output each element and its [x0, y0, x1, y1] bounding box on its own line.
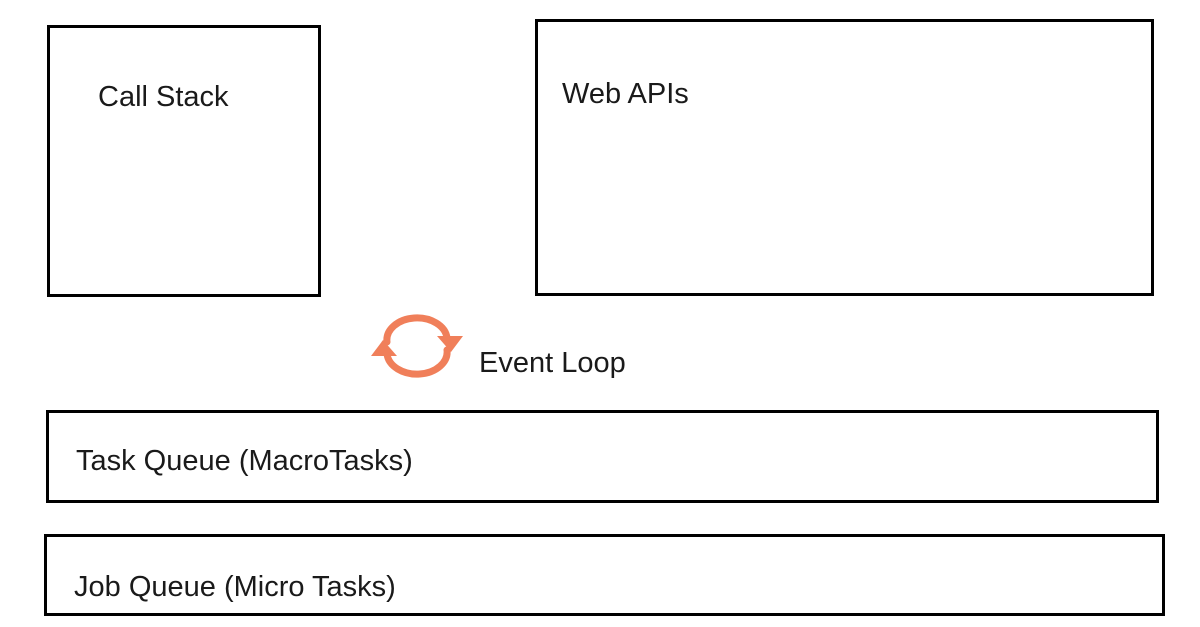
task-queue-label: Task Queue (MacroTasks) — [76, 445, 413, 477]
web-apis-box: Web APIs — [535, 19, 1154, 296]
task-queue-box: Task Queue (MacroTasks) — [46, 410, 1159, 503]
cycle-arrows-icon — [371, 314, 463, 378]
event-loop-label: Event Loop — [479, 347, 626, 379]
web-apis-label: Web APIs — [562, 78, 689, 110]
call-stack-label: Call Stack — [98, 81, 229, 113]
job-queue-box: Job Queue (Micro Tasks) — [44, 534, 1165, 616]
call-stack-box: Call Stack — [47, 25, 321, 297]
job-queue-label: Job Queue (Micro Tasks) — [74, 571, 396, 603]
